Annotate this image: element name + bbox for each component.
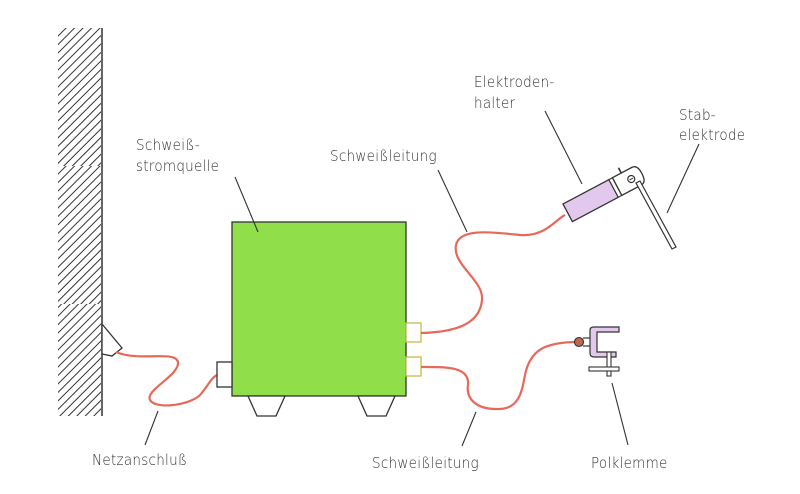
label-mains-connection: Netzanschluß: [92, 451, 188, 469]
wall: [58, 28, 103, 416]
label-power-source-line1: Schweiß-: [136, 136, 201, 154]
label-welding-cable-bottom: Schweißleitung: [372, 454, 479, 472]
electrode-holder: [562, 166, 645, 223]
label-welding-cable-top: Schweißleitung: [330, 147, 437, 165]
label-electrode-holder-line2: halter: [474, 94, 516, 112]
label-electrode-holder-line1: Elektroden-: [474, 73, 555, 91]
welding-cable-electrode: [420, 214, 566, 335]
welding-cable-ground: [420, 340, 579, 411]
ground-clamp: [573, 326, 620, 377]
label-power-source-line2: stromquelle: [136, 157, 220, 175]
leader-lines: [144, 110, 700, 447]
label-rod-electrode-line2: elektrode: [679, 126, 746, 144]
rod-electrode: [635, 180, 677, 250]
wall-socket-icon: [101, 322, 123, 357]
label-ground-clamp: Polklemme: [591, 454, 668, 472]
label-rod-electrode-line1: Stab-: [679, 106, 716, 124]
welding-power-source: [216, 221, 422, 417]
mains-cable: [115, 350, 219, 407]
